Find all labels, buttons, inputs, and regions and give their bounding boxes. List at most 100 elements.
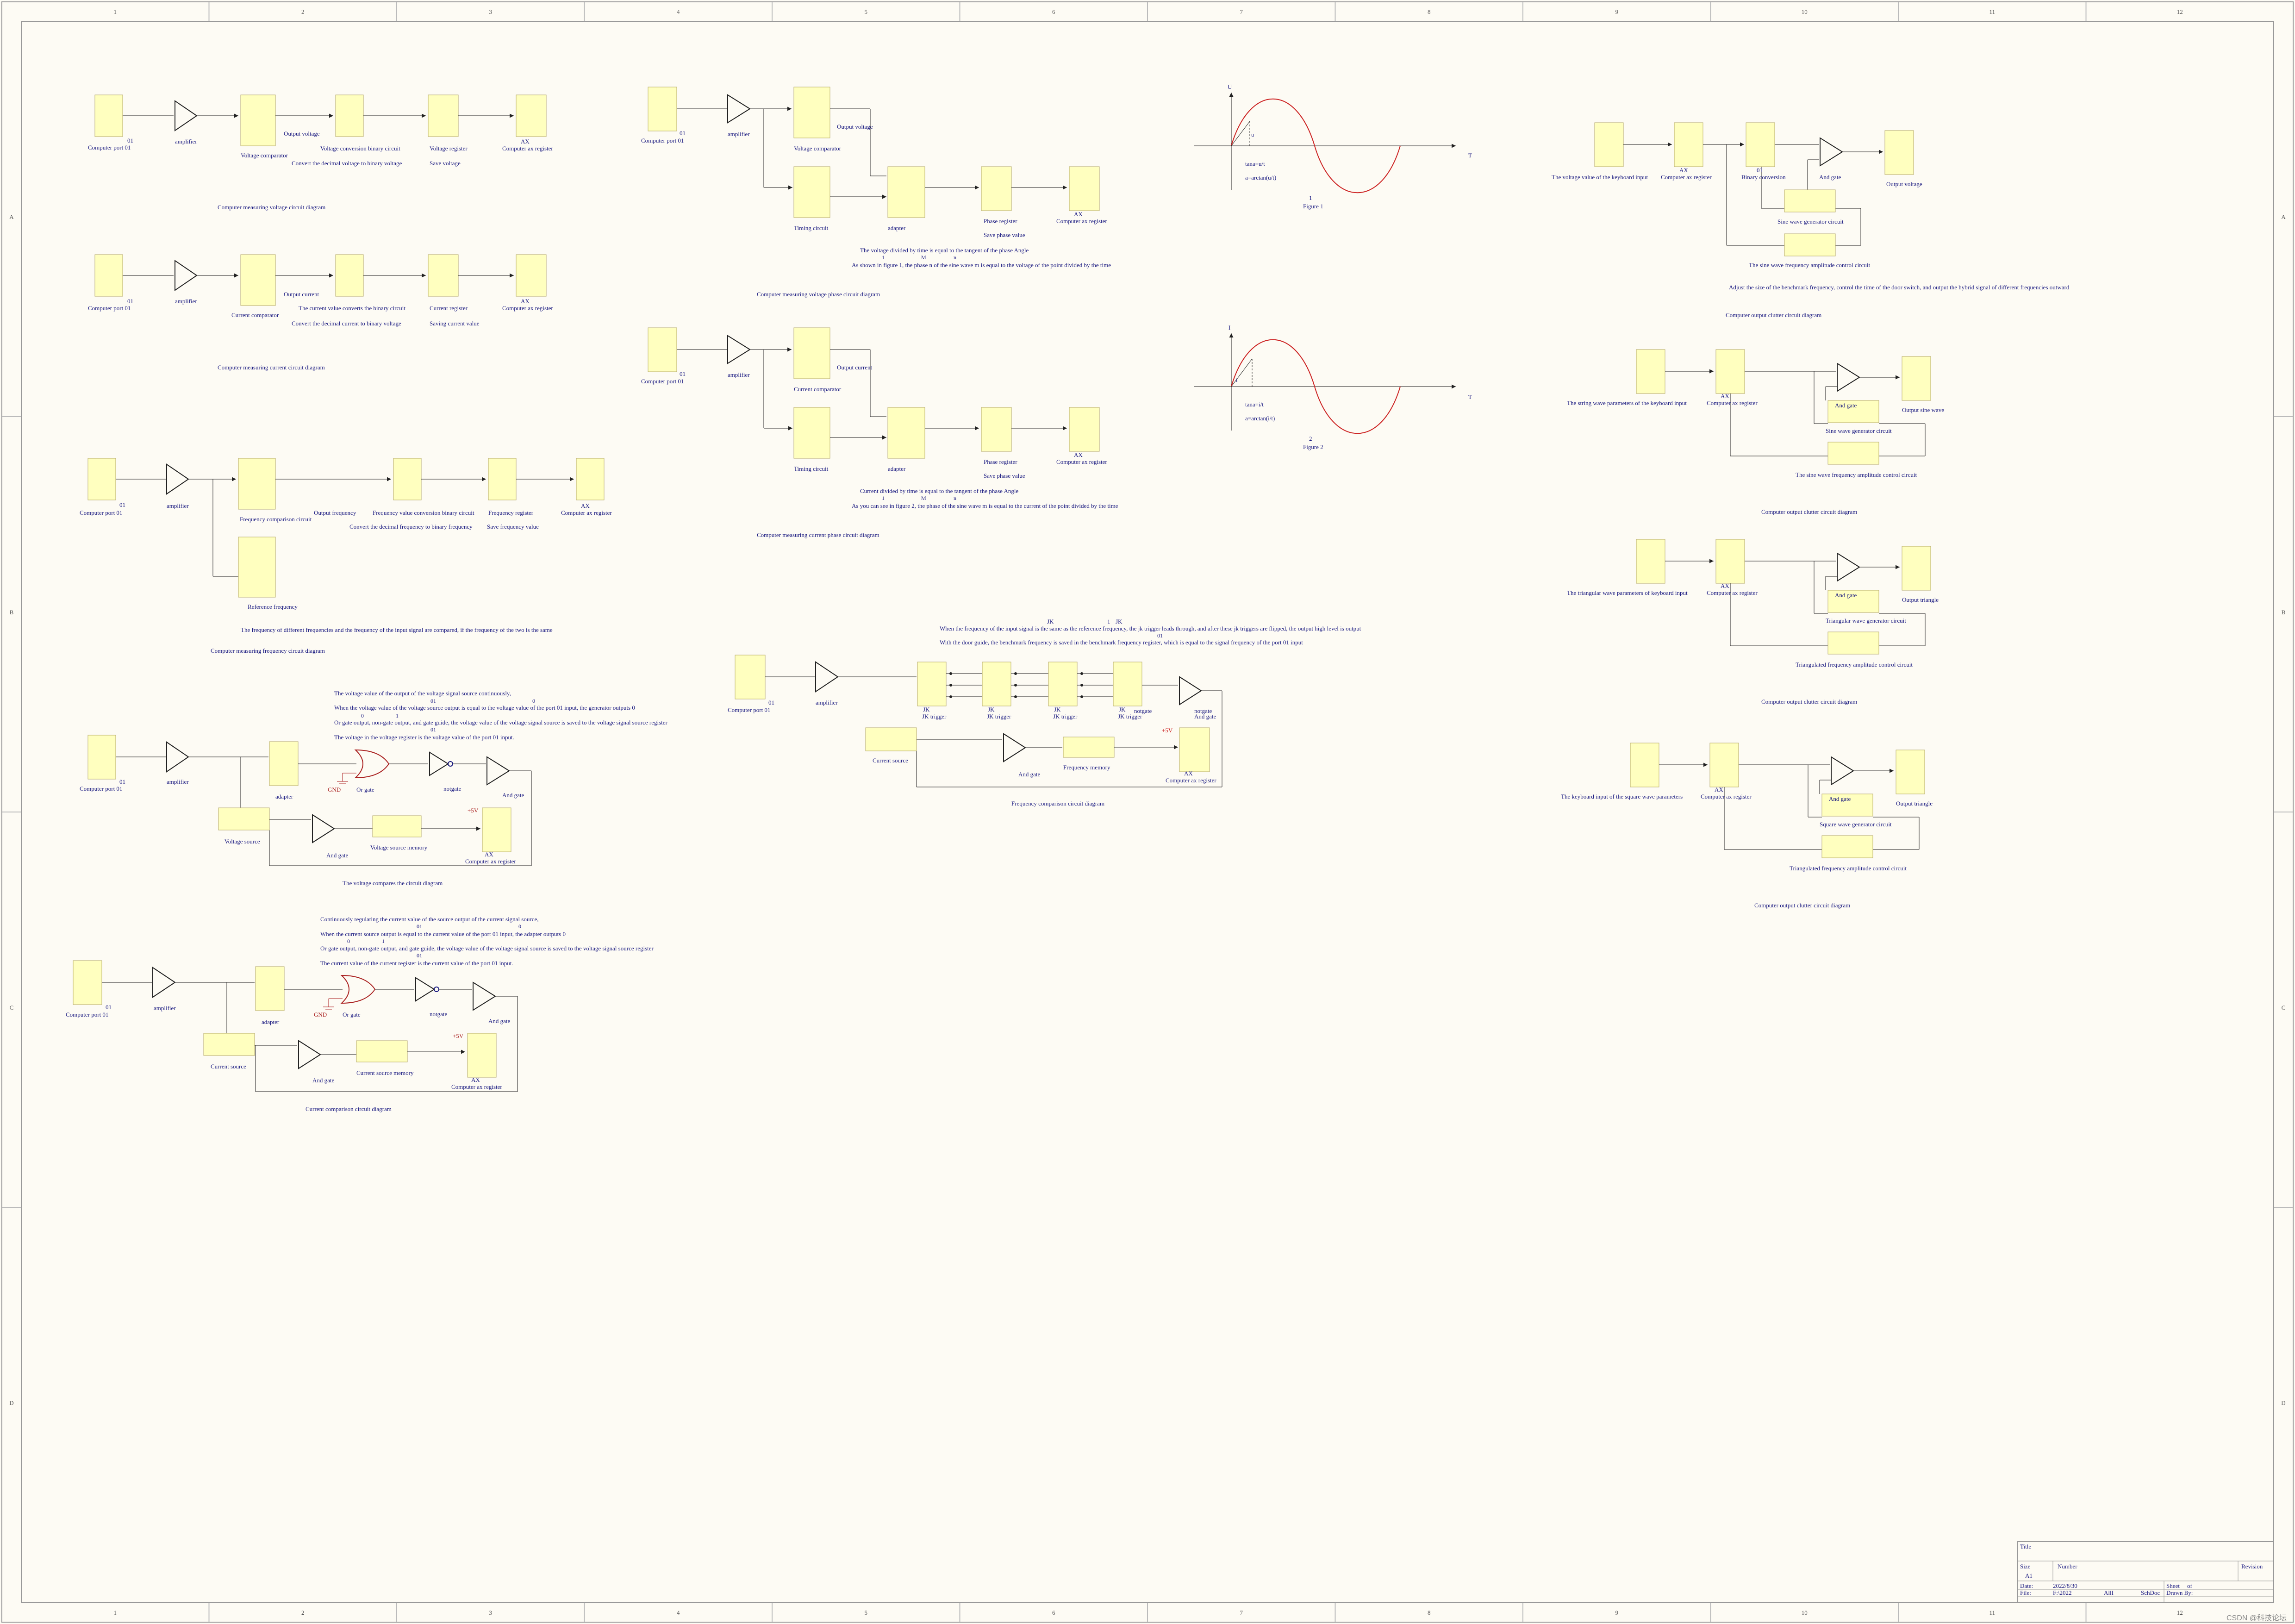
convert-note: Convert the decimal frequency to binary … (349, 523, 473, 530)
ax-label: AX (521, 298, 530, 305)
note-marker: 1 (882, 254, 885, 261)
or-gate-label: Or gate (356, 786, 374, 793)
equation-2: a=arctan(i/t) (1245, 415, 1275, 422)
equation-1: tana=i/t (1245, 401, 1264, 408)
note-marker: 0 (518, 923, 521, 930)
jk-label: JK (1054, 706, 1061, 713)
column-label: 8 (1428, 1609, 1431, 1616)
convert-note: Convert the decimal current to binary vo… (292, 320, 401, 327)
output-label: Output sine wave (1902, 406, 1944, 413)
generator-label: Triangular wave generator circuit (1826, 617, 1906, 624)
output-sine-diagram: The voltage value of the keyboard input … (1552, 122, 2070, 319)
port-num: 01 (1757, 167, 1763, 174)
save-label: Save frequency value (487, 523, 539, 530)
port-num: 01 (119, 501, 125, 508)
comparator-label: Voltage comparator (241, 152, 288, 159)
comparator-label: Current comparator (794, 386, 842, 393)
source-label: Voltage source (225, 838, 260, 845)
amplitude-block (1827, 442, 1879, 465)
note-marker: M (921, 495, 926, 501)
note-marker: 0 (347, 938, 350, 944)
jk-trigger-block (917, 662, 947, 706)
compare-note-2: When the voltage value of the voltage so… (334, 704, 635, 711)
register-label: Current register (430, 305, 468, 312)
notgate-label: notgate (430, 1011, 447, 1018)
output-label: Output frequency (314, 509, 356, 516)
row-label: C (10, 1004, 14, 1011)
output-block (1896, 750, 1925, 794)
ax-register-label: Computer ax register (451, 1083, 502, 1090)
port-block (735, 655, 766, 700)
comparison-block (238, 458, 276, 510)
ax-register-label: Computer ax register (1661, 174, 1712, 181)
conversion-block (335, 254, 364, 297)
column-label: 1 (114, 8, 117, 15)
current-compare-diagram: Continuously regulating the current valu… (66, 916, 654, 1112)
size-value: A1 (2025, 1572, 2033, 1579)
sheet-label: Sheet (2166, 1582, 2180, 1589)
port-num: 01 (680, 370, 686, 377)
notgate-label: notgate (443, 785, 461, 792)
adapter-block (269, 741, 299, 786)
ax-register-label: Computer ax register (1701, 793, 1752, 800)
jk-trigger-label: JK trigger (1053, 713, 1078, 720)
column-label: 2 (301, 8, 305, 15)
frequency-comparison-diagram: JK 1 JK When the frequency of the input … (728, 618, 1361, 807)
amplifier-symbol (727, 335, 751, 364)
adapter-block (887, 166, 925, 218)
and-gate-label: And gate (326, 852, 349, 859)
save-label: Save voltage (430, 160, 461, 167)
reference-label: Reference frequency (248, 603, 298, 610)
amplitude-label: The sine wave frequency amplitude contro… (1749, 262, 1870, 269)
ax-label: AX (471, 1076, 480, 1083)
column-label: 6 (1052, 1609, 1055, 1616)
binary-block (1746, 122, 1775, 167)
row-label: D (2281, 1399, 2285, 1406)
timing-label: Timing circuit (794, 225, 829, 231)
sine-curve (1231, 98, 1401, 194)
ax-register-block (1069, 166, 1100, 211)
ax-register-block (1715, 539, 1745, 584)
ax-register-label: Computer ax register (561, 509, 612, 516)
current-measuring-diagram: 01 Computer port 01 amplifier Current co… (88, 254, 553, 371)
diagram-caption: Computer measuring current circuit diagr… (218, 364, 325, 371)
jk-trigger-block (1113, 662, 1142, 706)
port-label: Computer port 01 (88, 144, 131, 151)
figure-number: 1 (1309, 194, 1312, 201)
file-value: F:\2022 (2053, 1589, 2071, 1596)
diagram-caption: The voltage compares the circuit diagram (343, 880, 443, 887)
ax-register-block (467, 1033, 497, 1078)
ax-register-label: Computer ax register (465, 858, 516, 865)
voltage-measuring-diagram: 01 Computer port 01 amplifier Voltage co… (88, 94, 553, 211)
plus5v-label: +5V (1162, 727, 1173, 734)
and-gate-label: And gate (488, 1018, 511, 1024)
row-label: C (2282, 1004, 2286, 1011)
amplitude-label: Triangulated frequency amplitude control… (1796, 661, 1913, 668)
port-block (73, 960, 102, 1005)
phase-note-1: Current divided by time is equal to the … (860, 487, 1018, 494)
column-label: 9 (1615, 1609, 1619, 1616)
keyboard-label: The keyboard input of the square wave pa… (1561, 793, 1683, 800)
amplitude-block (1827, 631, 1879, 655)
junction-dot (1080, 695, 1083, 698)
column-label: 3 (489, 1609, 493, 1616)
comparator-block (793, 327, 830, 379)
and-gate-label: And gate (1835, 592, 1857, 599)
column-label: 6 (1052, 8, 1055, 15)
diagram-caption: Current comparison circuit diagram (306, 1106, 392, 1112)
output-label: Output voltage (284, 130, 320, 137)
ax-register-label: Computer ax register (1056, 458, 1107, 465)
phase-register-label: Phase register (984, 458, 1017, 465)
comparator-label: Voltage comparator (794, 145, 842, 152)
note-marker: 1 (382, 938, 385, 944)
diagram-caption: Frequency comparison circuit diagram (1011, 800, 1104, 807)
ax-label: AX (1715, 786, 1723, 793)
port-label: Computer port 01 (80, 509, 122, 516)
note-marker: 01 (1157, 632, 1163, 639)
junction-dot (949, 672, 952, 675)
frequency-note: The frequency of different frequencies a… (241, 626, 553, 633)
diagram-caption: Computer measuring frequency circuit dia… (211, 647, 325, 654)
row-label: A (9, 213, 14, 220)
comparator-label: Current comparator (231, 312, 279, 319)
generator-block (1821, 793, 1873, 817)
